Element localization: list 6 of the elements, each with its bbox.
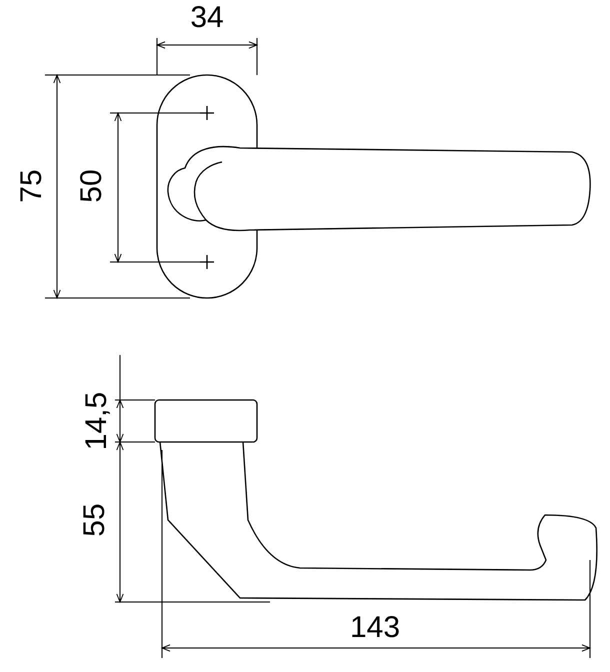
dimension-value: 143 xyxy=(350,613,400,643)
dimension-value: 14,5 xyxy=(82,392,112,450)
dimension-value: 34 xyxy=(190,3,224,33)
dimension-value: 50 xyxy=(77,169,107,203)
dimension-value: 75 xyxy=(17,169,47,203)
dimension-value: 55 xyxy=(80,503,110,537)
